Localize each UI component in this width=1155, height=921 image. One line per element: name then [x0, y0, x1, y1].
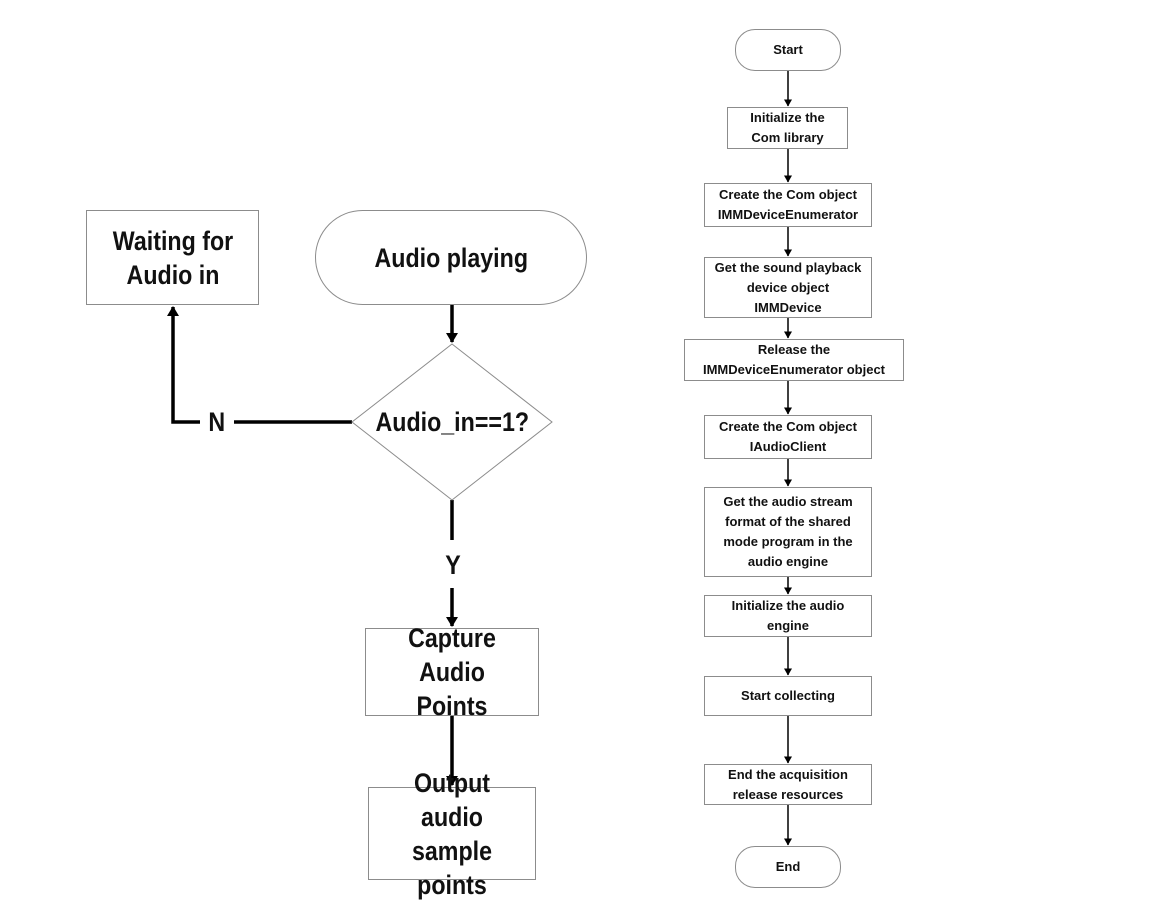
- step-get-playback-device: Get the sound playback device object IMM…: [704, 257, 872, 318]
- step-create-audio-client: Create the Com object IAudioClient: [704, 415, 872, 459]
- step-init-com-library: Initialize the Com library: [727, 107, 848, 149]
- decision-label: Audio_in==1?: [375, 407, 529, 437]
- step-get-stream-format: Get the audio stream format of the share…: [704, 487, 872, 577]
- decision-diamond: [351, 343, 553, 501]
- output-audio-label: Output audio sample points: [411, 767, 493, 900]
- step-init-audio-engine: Initialize the audio engine: [704, 595, 872, 637]
- waiting-for-audio-label: Waiting for Audio in: [112, 225, 233, 290]
- start-label: Start: [773, 42, 803, 57]
- capture-audio-box: Capture Audio Points: [365, 623, 539, 721]
- output-audio-box: Output audio sample points: [368, 768, 536, 900]
- step-create-enumerator: Create the Com object IMMDeviceEnumerato…: [704, 183, 872, 227]
- arrow-no-branch-up: [167, 306, 202, 424]
- step-release-enumerator: Release the IMMDeviceEnumerator object: [684, 339, 904, 381]
- waiting-for-audio-box: Waiting for Audio in: [86, 210, 259, 305]
- audio-playing-label: Audio playing: [374, 242, 528, 273]
- yes-branch-label: Y: [436, 546, 470, 584]
- step-start-collecting: Start collecting: [704, 676, 872, 716]
- capture-audio-label: Capture Audio Points: [408, 623, 496, 721]
- start-terminator: Start: [735, 29, 841, 71]
- audio-playing-terminator: Audio playing: [315, 210, 587, 305]
- end-terminator: End: [735, 846, 841, 888]
- step-end-acquisition: End the acquisition release resources: [704, 764, 872, 805]
- no-branch-label: N: [200, 404, 234, 440]
- end-label: End: [775, 859, 801, 874]
